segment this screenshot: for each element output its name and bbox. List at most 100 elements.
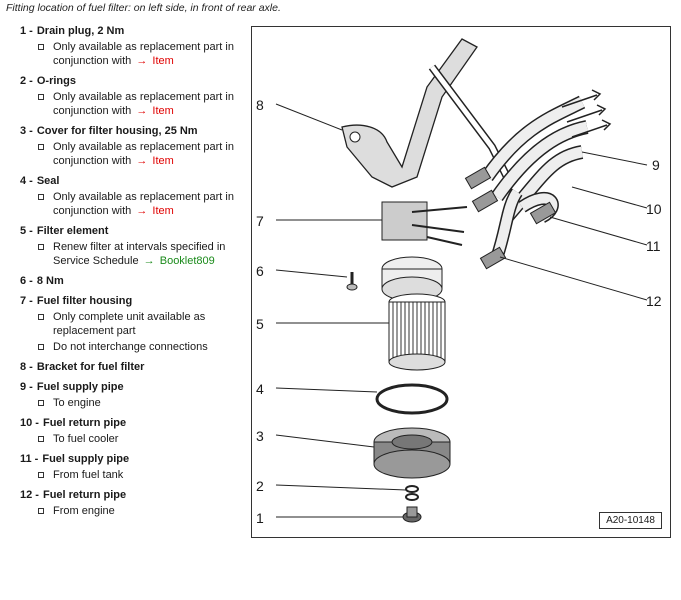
item-number: 6 - <box>20 275 33 287</box>
checkbox-bullet-icon <box>38 144 44 150</box>
note-body: From engine <box>53 504 115 518</box>
item-title: Seal <box>36 175 60 187</box>
figure-code: A20-10148 <box>599 512 662 529</box>
item-heading: 3 -Cover for filter housing, 25 Nm <box>20 124 248 138</box>
checkbox-bullet-icon <box>38 472 44 478</box>
callout-2: 2 <box>256 478 264 494</box>
list-item: 1 -Drain plug, 2 Nm Only available as rep… <box>20 24 248 68</box>
item-heading: 9 -Fuel supply pipe <box>20 380 248 394</box>
callout-8: 8 <box>256 97 264 113</box>
checkbox-bullet-icon <box>38 44 44 50</box>
page-caption: Fitting location of fuel filter: on left… <box>6 2 281 14</box>
note-text: Only available as replacement part in co… <box>53 191 234 217</box>
note-text: To engine <box>53 397 101 409</box>
fuel-filter-illustration <box>275 38 648 523</box>
booklet-link[interactable]: Booklet809 <box>159 255 215 267</box>
note-body: Only available as replacement part in co… <box>53 90 248 118</box>
item-title: Filter element <box>36 225 109 237</box>
checkbox-bullet-icon <box>38 436 44 442</box>
item-title: Fuel filter housing <box>36 295 133 307</box>
item-link[interactable]: Item <box>152 205 174 217</box>
list-item: 3 -Cover for filter housing, 25 Nm Only a… <box>20 124 248 168</box>
item-number: 2 - <box>20 75 33 87</box>
item-heading: 8 -Bracket for fuel filter <box>20 360 248 374</box>
item-note: Only complete unit available as replacem… <box>34 310 248 338</box>
item-note: Only available as replacement part in co… <box>34 140 248 168</box>
checkbox-bullet-icon <box>38 344 44 350</box>
item-heading: 12 -Fuel return pipe <box>20 488 248 502</box>
item-title: Cover for filter housing, 25 Nm <box>36 125 198 137</box>
item-title: Fuel supply pipe <box>42 453 130 465</box>
list-item: 8 -Bracket for fuel filter <box>20 360 248 374</box>
note-body: Only available as replacement part in co… <box>53 140 248 168</box>
item-note: From fuel tank <box>34 468 248 482</box>
item-note: To fuel cooler <box>34 432 248 446</box>
callout-1: 1 <box>256 510 264 526</box>
item-title: O-rings <box>36 75 76 87</box>
item-heading: 1 -Drain plug, 2 Nm <box>20 24 248 38</box>
item-note: From engine <box>34 504 248 518</box>
item-number: 4 - <box>20 175 33 187</box>
item-number: 3 - <box>20 125 33 137</box>
arrow-right-icon: → <box>133 55 151 67</box>
checkbox-bullet-icon <box>38 314 44 320</box>
callout-11: 11 <box>646 238 661 254</box>
item-note: Only available as replacement part in co… <box>34 90 248 118</box>
checkbox-bullet-icon <box>38 400 44 406</box>
callout-5: 5 <box>256 316 264 332</box>
callout-4: 4 <box>256 381 264 397</box>
item-title: Fuel return pipe <box>42 489 127 501</box>
arrow-right-icon: → <box>133 105 151 117</box>
exploded-diagram: 8 7 6 5 4 3 2 1 9 10 11 12 A20-10148 <box>251 26 671 538</box>
item-heading: 2 -O-rings <box>20 74 248 88</box>
item-title: Bracket for fuel filter <box>36 361 145 373</box>
item-note: Do not interchange connections <box>34 340 248 354</box>
item-title: Fuel supply pipe <box>36 381 124 393</box>
note-text: Only available as replacement part in co… <box>53 141 234 167</box>
item-title: Drain plug, 2 Nm <box>36 25 125 37</box>
callout-12: 12 <box>646 293 662 309</box>
item-number: 7 - <box>20 295 33 307</box>
note-body: From fuel tank <box>53 468 123 482</box>
note-text: Only available as replacement part in co… <box>53 41 234 67</box>
note-body: Only available as replacement part in co… <box>53 40 248 68</box>
list-item: 6 -8 Nm <box>20 274 248 288</box>
item-link[interactable]: Item <box>152 155 174 167</box>
note-text: Do not interchange connections <box>53 341 208 353</box>
item-number: 12 - <box>20 489 39 501</box>
item-title: 8 Nm <box>36 275 64 287</box>
item-number: 11 - <box>20 453 39 465</box>
item-number: 5 - <box>20 225 33 237</box>
note-text: From engine <box>53 505 115 517</box>
item-number: 10 - <box>20 417 39 429</box>
callout-9: 9 <box>652 157 660 173</box>
note-text: To fuel cooler <box>53 433 119 445</box>
item-link[interactable]: Item <box>152 105 174 117</box>
callout-6: 6 <box>256 263 264 279</box>
checkbox-bullet-icon <box>38 508 44 514</box>
arrow-right-icon: → <box>140 255 158 267</box>
item-heading: 11 -Fuel supply pipe <box>20 452 248 466</box>
list-item: 10 -Fuel return pipe To fuel cooler <box>20 416 248 446</box>
arrow-right-icon: → <box>133 155 151 167</box>
callout-7: 7 <box>256 213 264 229</box>
item-heading: 10 -Fuel return pipe <box>20 416 248 430</box>
item-note: Only available as replacement part in co… <box>34 40 248 68</box>
item-number: 9 - <box>20 381 33 393</box>
list-item: 9 -Fuel supply pipe To engine <box>20 380 248 410</box>
item-heading: 4 -Seal <box>20 174 248 188</box>
item-number: 8 - <box>20 361 33 373</box>
note-text: Renew filter at intervals specified in S… <box>53 241 226 267</box>
note-body: Renew filter at intervals specified in S… <box>53 240 248 268</box>
note-body: Only complete unit available as replacem… <box>53 310 248 338</box>
item-link[interactable]: Item <box>152 55 174 67</box>
note-body: To fuel cooler <box>53 432 118 446</box>
item-heading: 5 -Filter element <box>20 224 248 238</box>
item-title: Fuel return pipe <box>42 417 127 429</box>
note-text: Only available as replacement part in co… <box>53 91 234 117</box>
checkbox-bullet-icon <box>38 94 44 100</box>
arrow-right-icon: → <box>133 205 151 217</box>
note-text: Only complete unit available as replacem… <box>53 311 206 337</box>
